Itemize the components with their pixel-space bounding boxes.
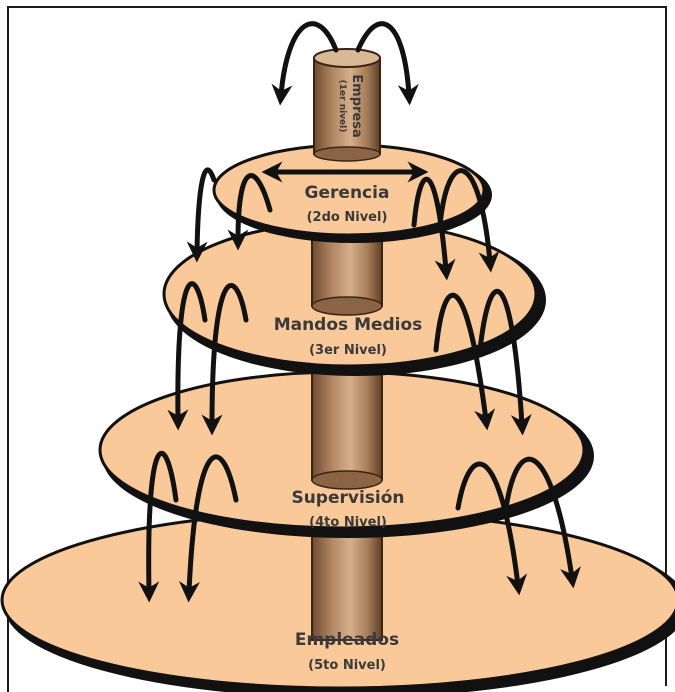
level-2-subtitle: (2do Nivel) (307, 210, 388, 225)
arc-arrow-l2-left-a (197, 170, 214, 252)
level-3-subtitle: (3er Nivel) (309, 343, 387, 358)
top-cylinder-subtitle: (1er nivel) (337, 80, 347, 133)
level-3-title: Mandos Medios (274, 315, 423, 335)
level-5-title: Empleados (295, 630, 399, 650)
top-cylinder-title: Empresa (349, 74, 364, 137)
level-2-title: Gerencia (305, 183, 390, 203)
level-4-title: Supervisión (291, 488, 404, 508)
level-4-subtitle: (4to Nivel) (309, 515, 387, 530)
column-segment-4-5 (312, 520, 382, 640)
level-5-subtitle: (5to Nivel) (308, 658, 386, 673)
